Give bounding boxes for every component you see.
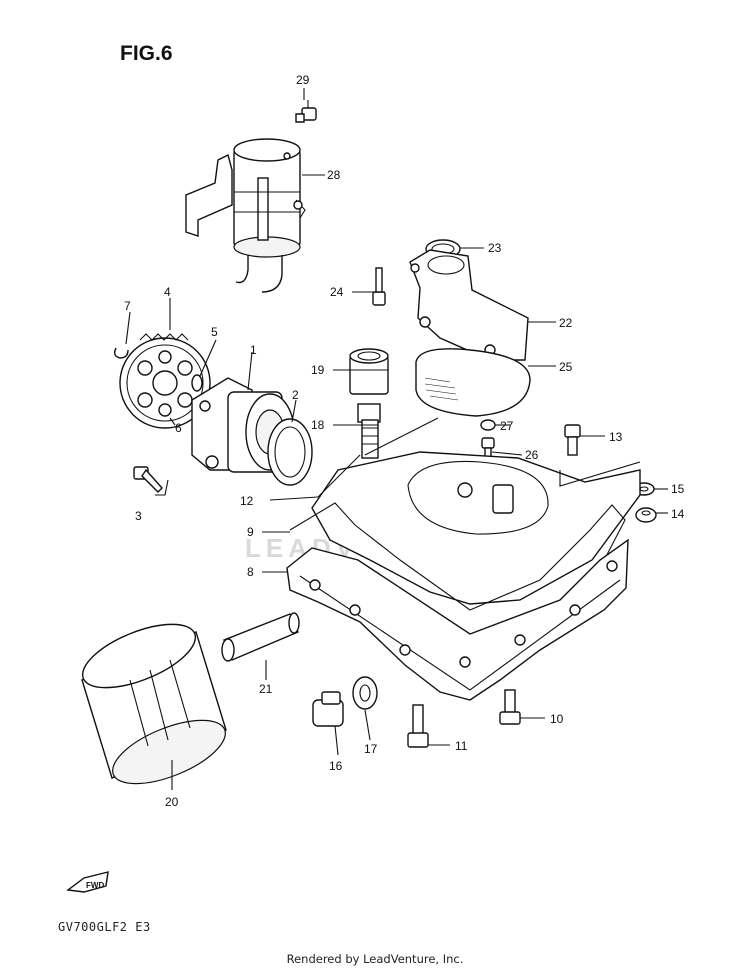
callout-9: 9 xyxy=(247,525,254,539)
part-25-strainer-screen[interactable] xyxy=(415,348,531,417)
callout-28: 28 xyxy=(327,168,341,182)
part-18-relief-valve[interactable] xyxy=(357,403,381,459)
part-2-o-ring[interactable] xyxy=(267,418,313,486)
part-8-oil-pan[interactable] xyxy=(286,538,629,701)
leader-lines xyxy=(125,88,668,790)
callout-27: 27 xyxy=(500,419,514,433)
callout-17: 17 xyxy=(364,742,378,756)
callout-16: 16 xyxy=(329,759,343,773)
part-27-washer[interactable] xyxy=(480,419,496,431)
callout-14: 14 xyxy=(671,507,685,521)
part-11-bolt[interactable] xyxy=(407,704,429,748)
part-4-gear[interactable] xyxy=(119,333,211,429)
part-21-pipe[interactable] xyxy=(221,612,300,662)
callout-18: 18 xyxy=(311,418,325,432)
part-12-gasket[interactable] xyxy=(311,451,641,605)
callout-4: 4 xyxy=(164,285,171,299)
callout-19: 19 xyxy=(311,363,325,377)
part-29-bolt[interactable] xyxy=(295,100,317,123)
part-24-bolt[interactable] xyxy=(372,267,386,306)
render-credit: Rendered by LeadVenture, Inc. xyxy=(286,952,464,966)
part-10-bolt[interactable] xyxy=(499,689,521,725)
callout-12: 12 xyxy=(240,494,254,508)
part-20-oil-filter[interactable] xyxy=(74,611,233,796)
part-9-gasket-edge[interactable] xyxy=(289,502,626,611)
part-16-drain-plug[interactable] xyxy=(312,691,344,727)
callout-13: 13 xyxy=(609,430,623,444)
callout-21: 21 xyxy=(259,682,273,696)
callout-6: 6 xyxy=(175,421,182,435)
callout-29: 29 xyxy=(296,73,310,87)
callout-labels: 29 28 4 7 5 1 2 6 3 23 24 22 25 19 18 27… xyxy=(124,73,685,809)
fwd-label: FWD xyxy=(86,881,104,890)
part-19-sleeve[interactable] xyxy=(349,348,389,395)
callout-23: 23 xyxy=(488,241,502,255)
part-13-bolt[interactable] xyxy=(564,424,581,456)
figure-title: FIG.6 xyxy=(120,42,173,65)
model-code: GV700GLF2 E3 xyxy=(58,920,151,934)
part-14-nut[interactable] xyxy=(635,507,657,523)
part-3-bolt[interactable] xyxy=(133,466,163,493)
callout-15: 15 xyxy=(671,482,685,496)
callout-24: 24 xyxy=(330,285,344,299)
part-17-gasket[interactable] xyxy=(352,676,378,710)
callout-5: 5 xyxy=(211,325,218,339)
part-22-strainer-housing[interactable] xyxy=(409,249,529,361)
callout-2: 2 xyxy=(292,388,299,402)
callout-11: 11 xyxy=(455,739,468,753)
callout-10: 10 xyxy=(550,712,564,726)
part-7-clip[interactable] xyxy=(113,347,129,359)
callout-26: 26 xyxy=(525,448,539,462)
callout-3: 3 xyxy=(135,509,142,523)
callout-20: 20 xyxy=(165,795,179,809)
part-5-pin[interactable] xyxy=(191,374,203,392)
callout-7: 7 xyxy=(124,299,131,313)
fwd-arrow-icon: FWD xyxy=(66,871,109,893)
callout-22: 22 xyxy=(559,316,573,330)
callout-8: 8 xyxy=(247,565,254,579)
callout-25: 25 xyxy=(559,360,573,374)
part-28-canister[interactable] xyxy=(185,138,306,293)
callout-1: 1 xyxy=(250,343,257,357)
